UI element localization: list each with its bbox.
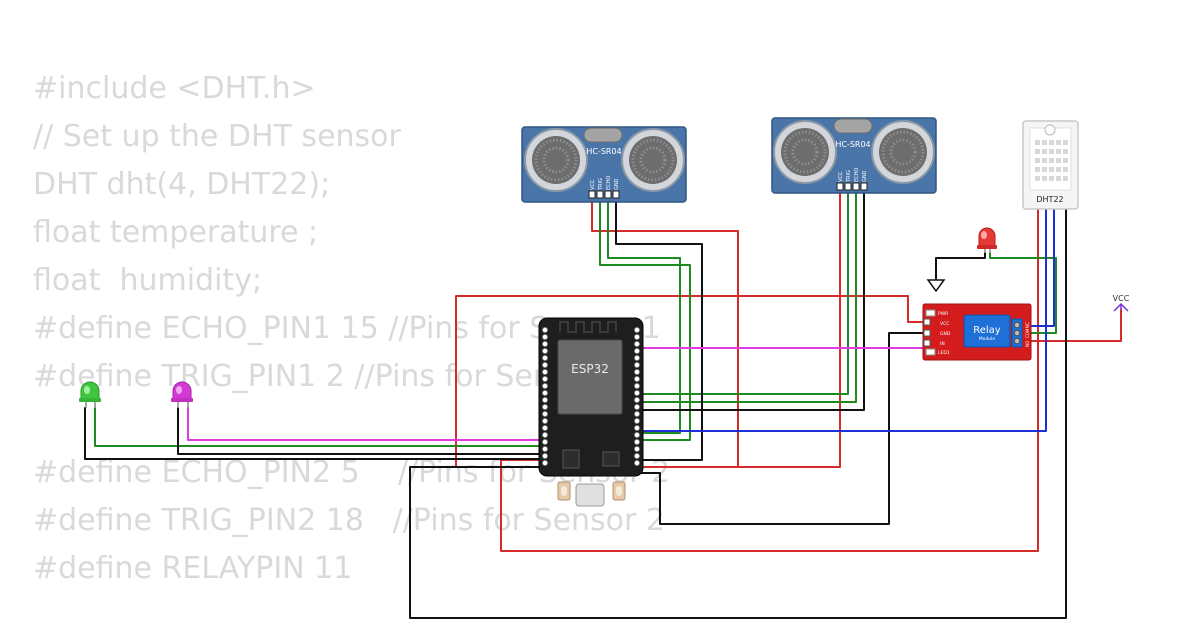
red-led[interactable] — [977, 227, 997, 253]
relay-cube: Relay Module — [963, 314, 1011, 348]
green-led[interactable] — [79, 381, 101, 408]
wire-green-us1-trig[interactable] — [599, 196, 691, 441]
relay-title: Relay — [973, 325, 1001, 336]
pin-label-echo: ECHO — [854, 168, 860, 182]
code-line: float temperature ; — [33, 215, 319, 250]
ground-symbol-icon — [926, 278, 946, 293]
relay-pin-nc: NC — [1025, 322, 1030, 328]
wire-black-red-led-gnd[interactable] — [935, 252, 986, 279]
code-line: float humidity; — [33, 263, 263, 298]
relay-input-pins[interactable] — [923, 318, 931, 347]
esp32-pins-left[interactable] — [542, 326, 549, 466]
wire-green-led[interactable] — [94, 407, 541, 447]
esp32-pins-right[interactable] — [634, 326, 641, 466]
sensor-pin-labels: VCC TRIG ECHO GND — [590, 176, 620, 191]
dht22-sensor[interactable]: DHT22 — [1022, 120, 1079, 210]
sensor-model-label: HC-SR04 — [586, 147, 621, 156]
relay-input-labels: VCC GND IN — [940, 321, 951, 347]
wire-black-dht-gnd[interactable] — [409, 204, 1067, 619]
transducer-left — [524, 128, 588, 192]
button-right[interactable] — [612, 481, 626, 501]
code-line: #include <DHT.h> — [33, 71, 316, 106]
transducer-left — [773, 120, 837, 184]
pin-label-trig: TRIG — [846, 170, 852, 183]
relay-output-labels: NC COM NO — [1025, 322, 1030, 347]
wire-red-us1-vcc[interactable] — [591, 196, 739, 468]
wire-red-vcc-com[interactable] — [1029, 309, 1122, 342]
wire-blue-dht-data[interactable] — [639, 204, 1047, 432]
dht22-grille — [1035, 140, 1068, 181]
esp32-board[interactable]: ESP32 — [538, 317, 644, 507]
transducer-right — [871, 120, 935, 184]
sensor-pin-labels: VCC TRIG ECHO GND — [838, 168, 868, 183]
relay-pwr-label: PWR — [938, 311, 948, 317]
relay-led-label: LED1 — [938, 350, 950, 356]
wire-magenta-led[interactable] — [187, 407, 541, 441]
relay-pin-no: NO — [1025, 341, 1030, 347]
sensor-model-label: HC-SR04 — [835, 140, 870, 149]
ultrasonic-sensor-2[interactable]: HC-SR04 VCC TRIG ECHO GND — [771, 117, 937, 194]
pin-label-echo: ECHO — [606, 176, 612, 190]
code-line: #define RELAYPIN 11 — [33, 551, 353, 586]
wire-green-us2-echo[interactable] — [639, 189, 857, 403]
code-line: DHT dht(4, DHT22); — [33, 167, 331, 202]
magenta-led[interactable] — [171, 381, 193, 408]
wire-black-us1-gnd[interactable] — [615, 196, 703, 461]
wire-blue-dht-data-2[interactable] — [1029, 204, 1055, 327]
dht22-label: DHT22 — [1036, 195, 1063, 204]
wire-black-green-led[interactable] — [84, 407, 541, 460]
wire-green-us1-echo[interactable] — [607, 196, 681, 434]
code-line: // Set up the DHT sensor — [33, 119, 401, 154]
sensor-pins[interactable] — [588, 190, 620, 199]
relay-pin-com: COM — [1025, 328, 1030, 338]
wire-red-us2-vcc[interactable] — [737, 189, 841, 468]
wire-green-red-led-no[interactable] — [989, 252, 1057, 334]
wire-green-us2-trig[interactable] — [639, 189, 849, 395]
ultrasonic-sensor-1[interactable]: HC-SR04 VCC TRIG ECHO GND — [521, 126, 687, 203]
pin-label-vcc: VCC — [838, 171, 844, 182]
pin-label-gnd: GND — [862, 170, 868, 182]
relay-pin-in: IN — [940, 341, 945, 347]
pin-label-vcc: VCC — [590, 179, 596, 190]
relay-module[interactable]: PWR LED1 VCC GND IN Relay Module NC COM … — [922, 303, 1032, 361]
wire-black-us2-gnd[interactable] — [639, 189, 865, 411]
antenna-icon — [559, 321, 617, 333]
esp32-label: ESP32 — [571, 362, 609, 376]
relay-subtitle: Module — [979, 336, 996, 342]
button-left[interactable] — [557, 481, 571, 501]
wires — [84, 189, 1122, 619]
relay-pin-vcc: VCC — [940, 321, 949, 327]
wire-black-magenta-led[interactable] — [177, 407, 541, 455]
transducer-right — [621, 128, 685, 192]
relay-pin-gnd: GND — [940, 331, 951, 337]
vcc-symbol: VCC — [1113, 294, 1130, 312]
pin-label-gnd: GND — [614, 178, 620, 190]
vcc-label: VCC — [1113, 294, 1130, 303]
sensor-pins[interactable] — [836, 182, 868, 191]
pin-label-trig: TRIG — [598, 178, 604, 191]
wire-black-relay-gnd[interactable] — [639, 332, 927, 525]
relay-terminal[interactable] — [1011, 318, 1023, 348]
